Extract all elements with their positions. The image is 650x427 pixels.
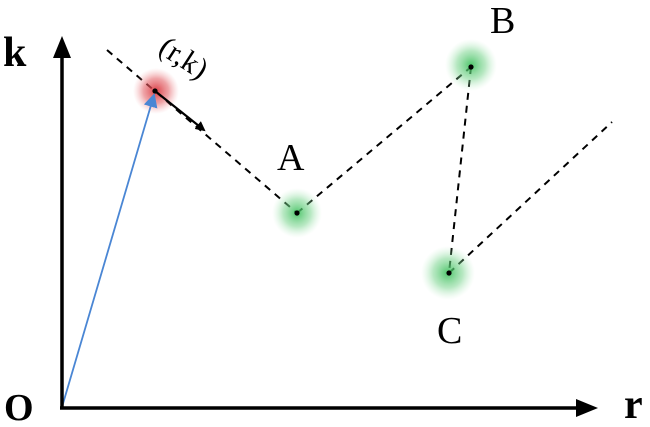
position-vector-arrow bbox=[61, 93, 158, 408]
point-b-label: B bbox=[490, 0, 515, 42]
point-c-label: C bbox=[437, 310, 462, 352]
origin-label: O bbox=[4, 387, 34, 427]
point-c-dot bbox=[446, 270, 452, 276]
path-segment-a-b bbox=[296, 66, 472, 214]
vertical-axis-label: k bbox=[3, 30, 27, 76]
vertical-axis-arrowhead bbox=[53, 36, 71, 58]
trajectory-path bbox=[106, 49, 613, 274]
horizontal-axis-arrowhead bbox=[576, 399, 598, 417]
point-b-dot bbox=[468, 64, 474, 70]
direction-arrow bbox=[154, 90, 206, 132]
point-a-dot bbox=[294, 210, 300, 216]
axes bbox=[53, 36, 598, 417]
point-a-label: A bbox=[277, 137, 305, 179]
path-segment-b-c bbox=[448, 66, 472, 274]
horizontal-axis-label: r bbox=[624, 382, 643, 427]
path-segment-exit bbox=[448, 121, 613, 274]
